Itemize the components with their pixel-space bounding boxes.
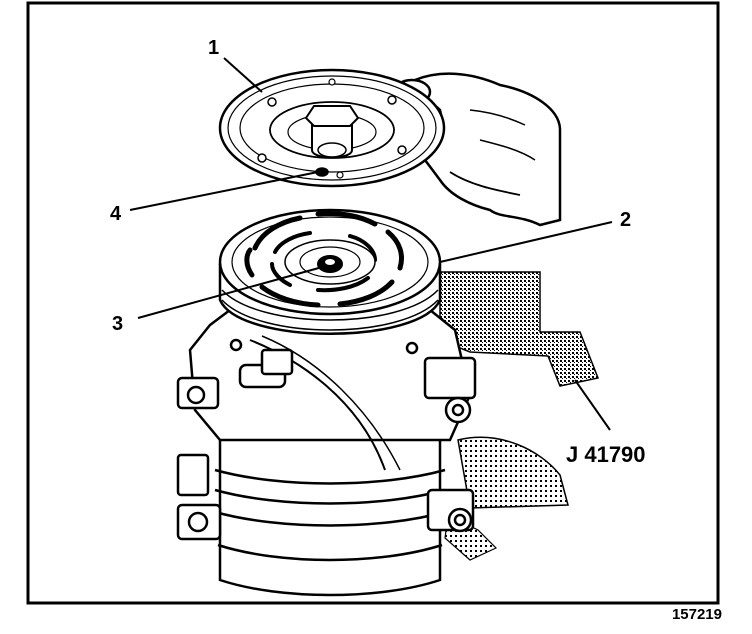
- leader-3: [137, 265, 327, 319]
- figure-frame: [26, 1, 720, 605]
- figure-number: 157219: [671, 606, 722, 623]
- pulley-graphic: [218, 208, 442, 335]
- callout-tool: J 41790: [566, 442, 646, 467]
- callout-1: 1: [208, 37, 219, 59]
- callout-3: 3: [112, 313, 123, 335]
- clutch-plate-graphic: [218, 68, 446, 188]
- leader-tool: [574, 379, 611, 431]
- callout-4: 4: [110, 203, 122, 225]
- leader-4: [129, 171, 319, 211]
- callout-2: 2: [620, 209, 631, 231]
- leader-1: [223, 57, 263, 93]
- leader-2: [439, 221, 613, 263]
- leader-lines: [129, 57, 613, 431]
- compressor-body: [176, 308, 477, 597]
